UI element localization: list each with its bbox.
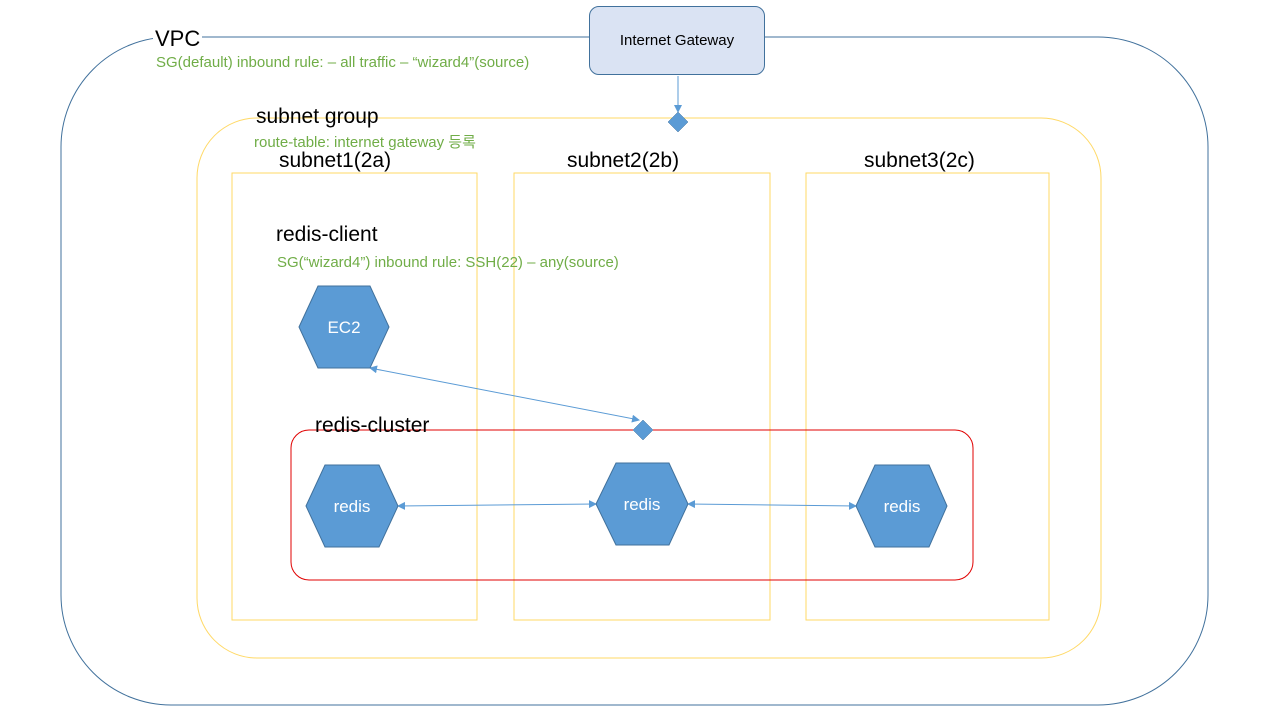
redis1-redis2-connector [397,500,597,510]
redis-cluster-boundary [290,429,974,581]
vpc-boundary [60,36,1209,706]
subnet-group-label: subnet group [256,105,379,128]
internet-gateway-label: Internet Gateway [619,32,735,49]
redis-client-label: redis-client [276,223,378,246]
vpc-sg-note: SG(default) inbound rule: – all traffic … [156,54,530,71]
redis2-redis3-connector [687,500,857,510]
subnet-group-attach-point [667,111,689,133]
subnet1-label: subnet1(2a) [279,149,392,172]
subnet2-label: subnet2(2b) [567,149,680,172]
redis-client-sg-note: SG(“wizard4”) inbound rule: SSH(22) – an… [277,254,619,271]
subnet3-boundary [805,172,1050,621]
redis-cluster-label: redis-cluster [315,414,430,437]
redis-node-3[interactable]: redis [855,464,948,548]
ec2-node[interactable]: EC2 [298,285,390,369]
redis-node-1-label: redis [334,497,371,516]
redis-node-2[interactable]: redis [595,462,689,546]
ec2-node-label: EC2 [327,318,360,337]
ec2-cluster-connector [369,365,640,423]
subnet3-label: subnet3(2c) [864,149,975,172]
redis-node-3-label: redis [884,497,921,516]
redis-node-2-label: redis [624,495,661,514]
subnet2-boundary [513,172,771,621]
cluster-attach-point [632,419,654,441]
redis-node-1[interactable]: redis [305,464,399,548]
subnet-group-note: route-table: internet gateway 등록 [254,134,476,151]
subnet-group-boundary [196,117,1102,659]
vpc-label: VPC [153,26,203,52]
internet-gateway-node[interactable]: Internet Gateway [589,6,765,75]
